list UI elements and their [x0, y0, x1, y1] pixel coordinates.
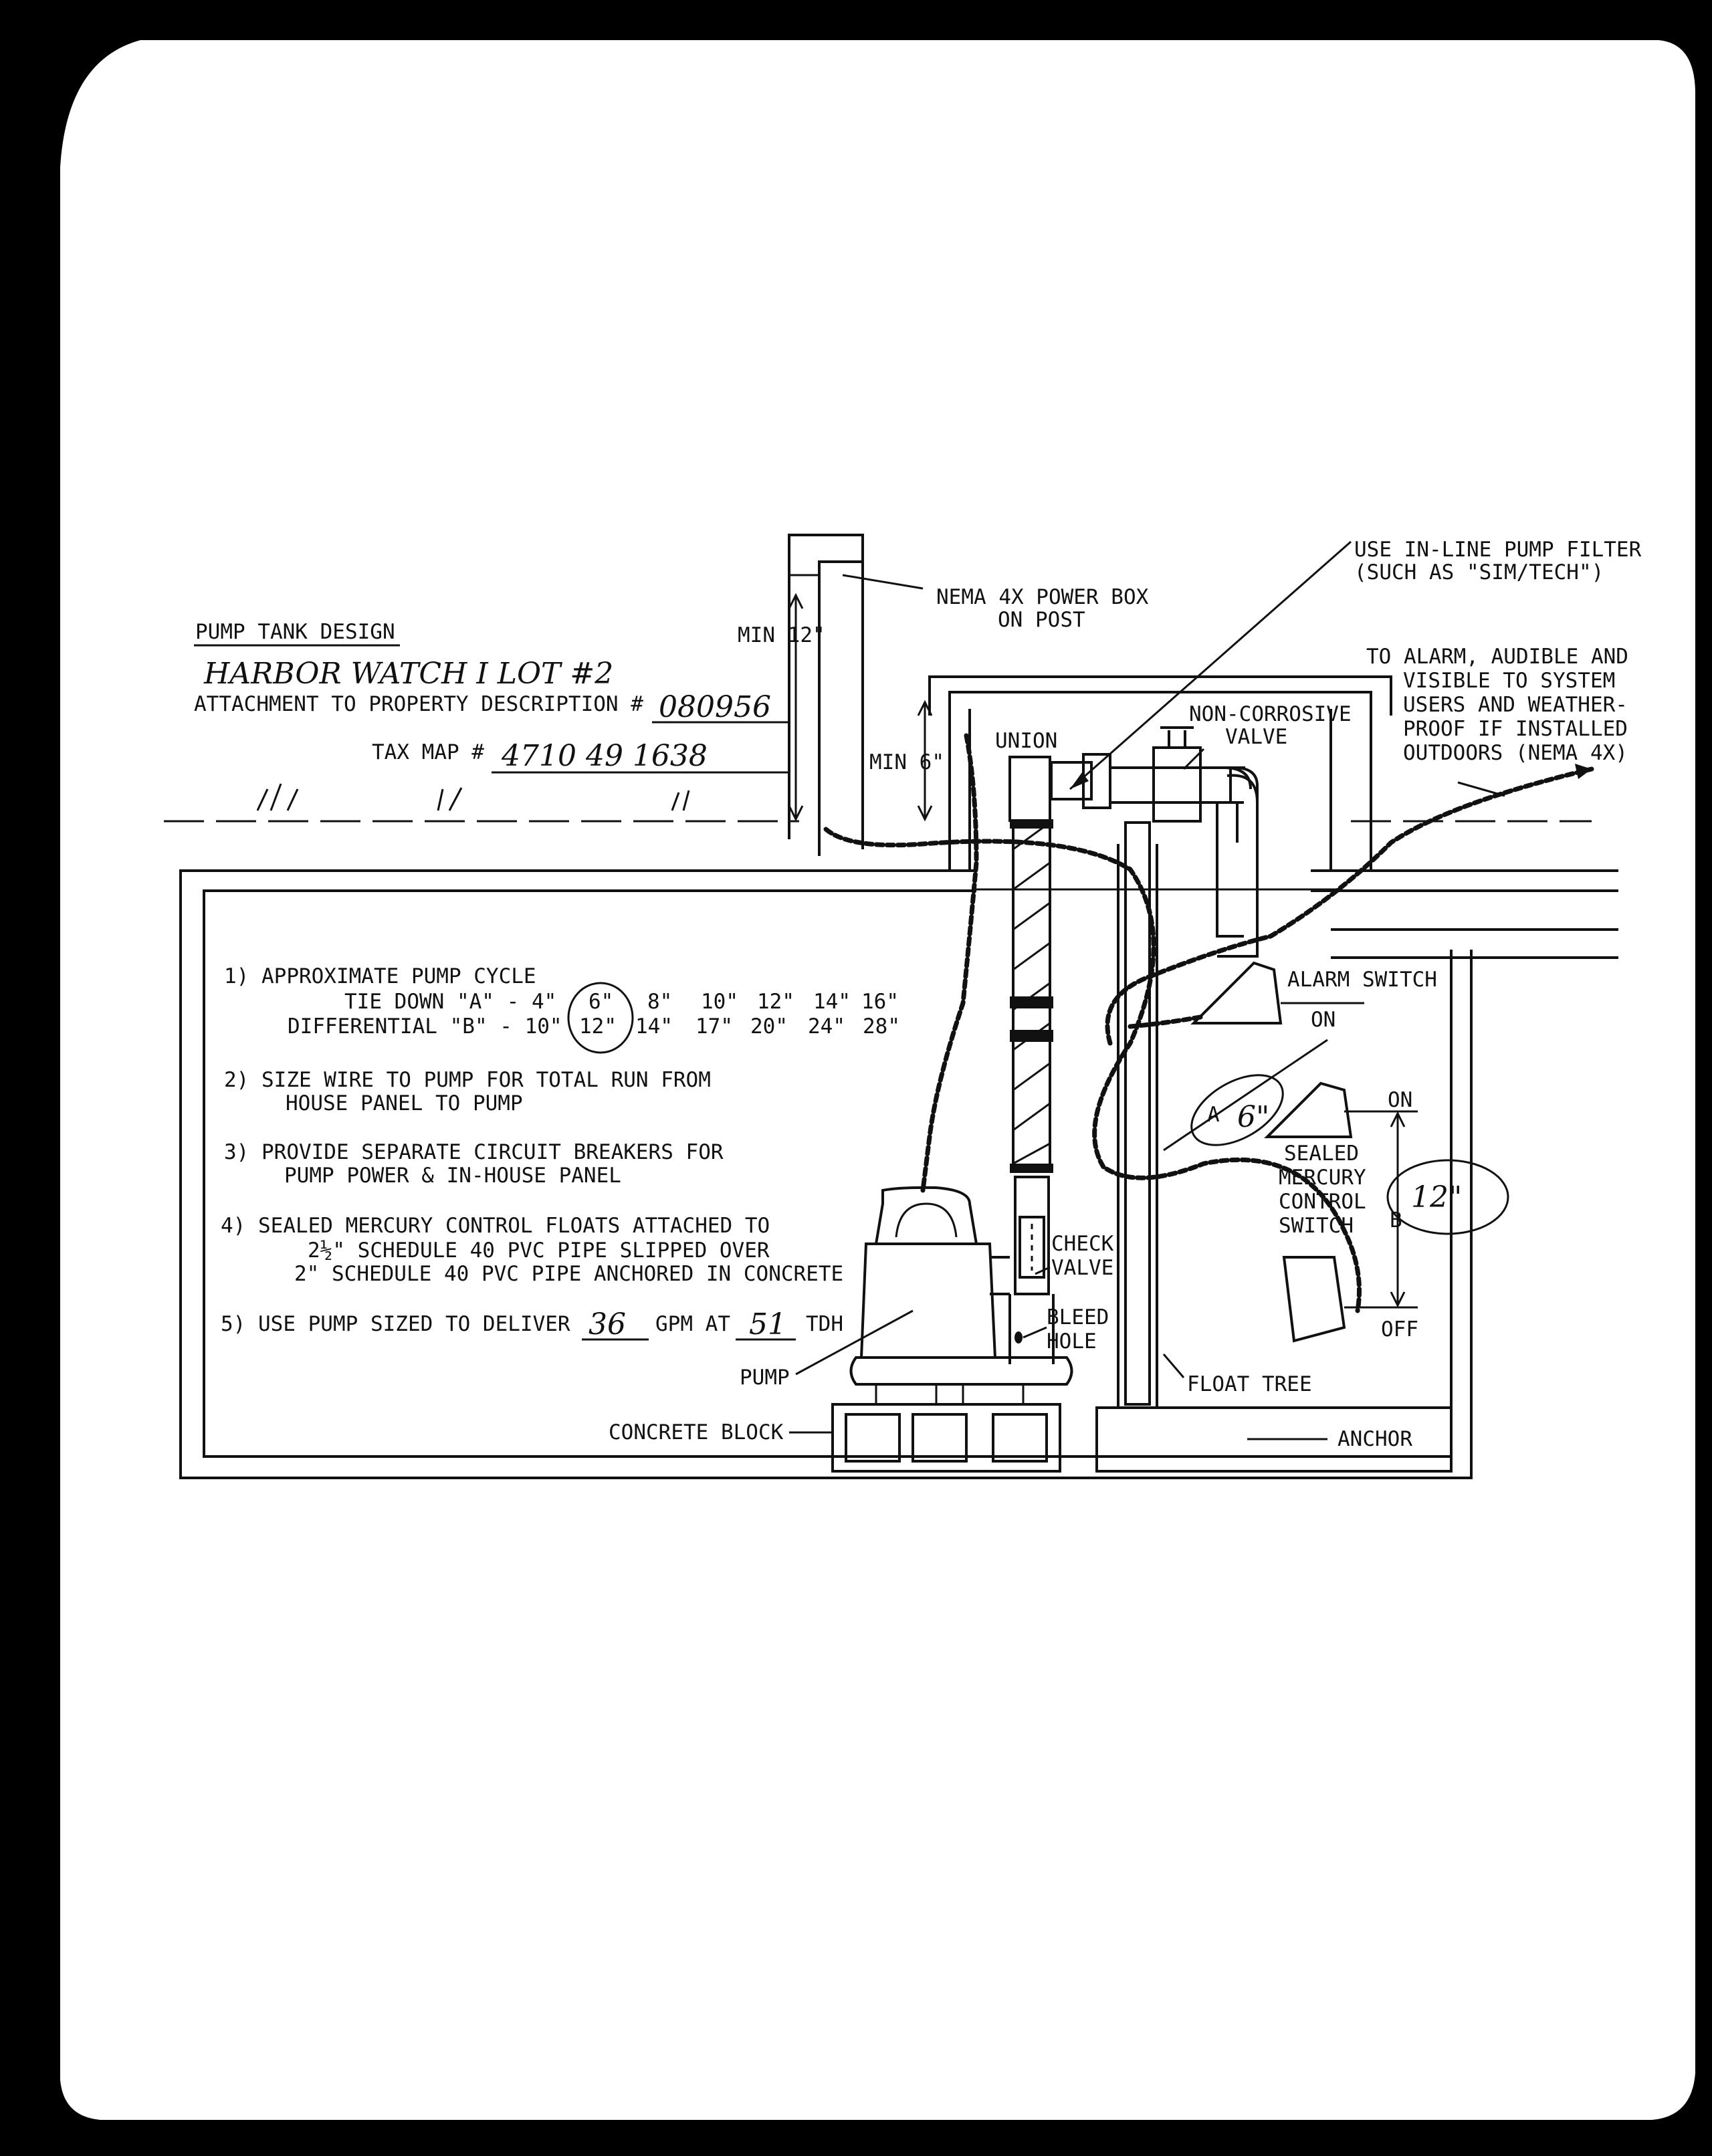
check-valve-label-2: VALVE: [1051, 1256, 1113, 1280]
min-6-label: MIN 6": [869, 750, 944, 774]
nema-box-label-1: NEMA 4X POWER BOX: [936, 585, 1149, 609]
concrete-block-label: CONCRETE BLOCK: [609, 1420, 784, 1444]
wires: [823, 733, 1594, 1313]
note-1-differential-value: 14": [635, 1014, 673, 1039]
notes: 1) APPROXIMATE PUMP CYCLE TIE DOWN "A" -…: [221, 964, 900, 1341]
alarm-label-4: PROOF IF INSTALLED: [1403, 717, 1628, 741]
note-1-tie-down-value: 14": [813, 990, 851, 1014]
taxmap-number: 4710 49 1638: [501, 739, 708, 773]
alarm-on-label: ON: [1311, 1008, 1335, 1032]
union-label: UNION: [995, 729, 1057, 753]
note-5-gpm-value: 36: [588, 1307, 626, 1341]
note-1-differential-value: 28": [863, 1014, 900, 1039]
non-corrosive-label-1: NON-CORROSIVE: [1189, 702, 1352, 726]
discharge-pipe: UNION NON-CORROSIVE VALVE: [995, 702, 1352, 1364]
b-value: 12": [1411, 1180, 1462, 1214]
note-2b: HOUSE PANEL TO PUMP: [286, 1091, 523, 1115]
note-1-tie-down-label: TIE DOWN "A" - 4": [344, 990, 556, 1014]
note-4c: 2" SCHEDULE 40 PVC PIPE ANCHORED IN CONC…: [294, 1262, 843, 1286]
note-1-differential-value: 24": [808, 1014, 845, 1039]
note-1-differential-value: 20": [750, 1014, 788, 1039]
note-1-tie-down-value: 6": [588, 990, 613, 1014]
note-1: 1) APPROXIMATE PUMP CYCLE: [224, 964, 536, 988]
note-1-differential-label: DIFFERENTIAL "B" - 10": [288, 1014, 562, 1039]
sealed-label-2: MERCURY: [1279, 1166, 1366, 1190]
alarm-callout: TO ALARM, AUDIBLE AND VISIBLE TO SYSTEM …: [1366, 645, 1628, 797]
project-name: HARBOR WATCH I LOT #2: [203, 657, 613, 691]
alarm-switch-label: ALARM SWITCH: [1287, 968, 1437, 992]
note-5-suffix: TDH: [806, 1312, 843, 1336]
alarm-label-2: VISIBLE TO SYSTEM: [1403, 669, 1615, 693]
ground-line: [164, 783, 1592, 823]
note-3a: 3) PROVIDE SEPARATE CIRCUIT BREAKERS FOR: [224, 1140, 724, 1164]
bleed-hole-label-1: BLEED: [1047, 1305, 1109, 1329]
power-post: NEMA 4X POWER BOX ON POST MIN 12" MIN 6": [738, 534, 1149, 856]
control-on-label: ON: [1388, 1088, 1412, 1112]
sealed-label-1: SEALED: [1284, 1142, 1359, 1166]
pump-label: PUMP: [740, 1366, 790, 1390]
note-2a: 2) SIZE WIRE TO PUMP FOR TOTAL RUN FROM: [224, 1068, 711, 1092]
attachment-label: ATTACHMENT TO PROPERTY DESCRIPTION #: [194, 692, 643, 716]
taxmap-label: TAX MAP #: [372, 740, 484, 764]
b-value-circle: [1386, 1159, 1509, 1235]
bleed-hole-label-2: HOLE: [1047, 1329, 1097, 1354]
attachment-number: 080956: [659, 690, 771, 724]
min-12-label: MIN 12": [738, 623, 825, 647]
float-tree: ANCHOR FLOAT TREE: [1095, 821, 1453, 1473]
non-corrosive-label-2: VALVE: [1225, 725, 1287, 749]
a-value: 6": [1237, 1100, 1269, 1134]
selected-cycle-circle: [567, 982, 634, 1054]
filter-label-2: (SUCH AS "SIM/TECH"): [1354, 560, 1604, 584]
alarm-label-1: TO ALARM, AUDIBLE AND: [1366, 645, 1628, 669]
note-1-tie-down-value: 8": [647, 990, 672, 1014]
floats: ALARM SWITCH ON ON SEALED MERCURY CONTRO…: [1163, 961, 1509, 1343]
filter-label-1: USE IN-LINE PUMP FILTER: [1354, 538, 1642, 562]
a-dimension-label: A: [1207, 1103, 1220, 1127]
note-1-tie-down-value: 16": [861, 990, 899, 1014]
concrete-block: CONCRETE BLOCK: [609, 1384, 1061, 1473]
tank: [179, 675, 1618, 1479]
note-5-prefix: 5) USE PUMP SIZED TO DELIVER: [221, 1312, 570, 1336]
note-5-middle: GPM AT: [655, 1312, 730, 1336]
alarm-label-3: USERS AND WEATHER-: [1403, 693, 1628, 717]
diagram-title: PUMP TANK DESIGN: [195, 620, 395, 644]
filter-callout: USE IN-LINE PUMP FILTER (SUCH AS "SIM/TE…: [1069, 538, 1642, 790]
note-4a: 4) SEALED MERCURY CONTROL FLOATS ATTACHE…: [221, 1214, 770, 1238]
note-3b: PUMP POWER & IN-HOUSE PANEL: [284, 1164, 621, 1188]
note-1-tie-down-value: 12": [757, 990, 794, 1014]
alarm-label-5: OUTDOORS (NEMA 4X): [1403, 741, 1628, 765]
a-value-circle: [1190, 1074, 1284, 1146]
note-1-tie-down-value: 10": [701, 990, 738, 1014]
float-tree-label: FLOAT TREE: [1187, 1372, 1312, 1396]
note-1-differential-value: 17": [696, 1014, 733, 1039]
paper-sheet: [60, 40, 1695, 2120]
note-5-tdh-value: 51: [749, 1307, 786, 1341]
b-dimension-label: B: [1390, 1208, 1402, 1232]
control-off-label: OFF: [1381, 1317, 1418, 1341]
header: PUMP TANK DESIGN HARBOR WATCH I LOT #2 A…: [194, 620, 789, 774]
nema-box-label-2: ON POST: [998, 608, 1085, 632]
anchor-label: ANCHOR: [1338, 1427, 1412, 1451]
check-valve-label-1: CHECK: [1051, 1232, 1114, 1256]
pump: PUMP: [740, 1186, 1073, 1390]
note-4b: 2½" SCHEDULE 40 PVC PIPE SLIPPED OVER: [308, 1238, 770, 1263]
note-1-differential-value: 12": [579, 1014, 617, 1039]
